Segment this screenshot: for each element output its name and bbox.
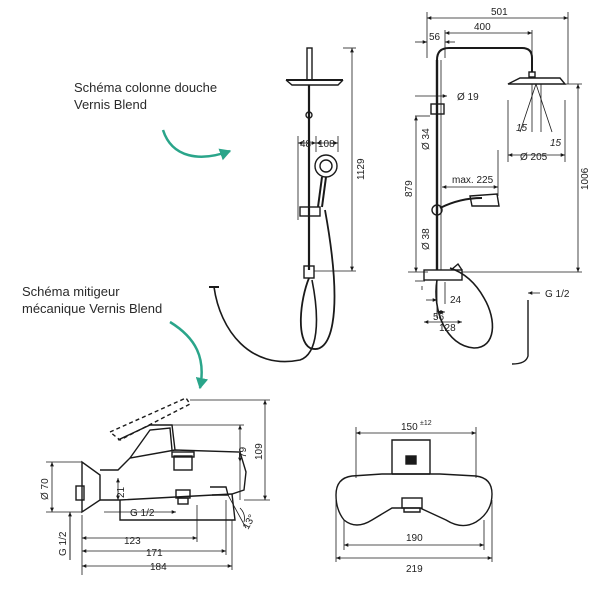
dim-108-label: 108 — [318, 139, 335, 150]
dim-g12b-label: G 1/2 — [58, 531, 69, 556]
mixer-side-view — [75, 397, 247, 521]
dim-56a-label: 56 — [429, 32, 441, 43]
dim-190-label: 190 — [406, 533, 423, 544]
green-arrow-shower — [161, 129, 232, 161]
shower-front-view — [209, 47, 344, 363]
mixer-front-labels: 150 ±12 190 219 — [401, 420, 432, 575]
dim-56b-label: 56 — [433, 312, 445, 323]
dim-1006-label: 1006 — [580, 167, 591, 190]
dim-15b-label: 15 — [550, 138, 562, 149]
shower-side-dims — [408, 12, 582, 324]
mixer-front-view — [335, 439, 493, 527]
dim-205-label: Ø 205 — [520, 152, 548, 163]
caption-mixer-line2: mécanique Vernis Blend — [22, 301, 163, 316]
dim-879-label: 879 — [404, 180, 415, 197]
mixer-side-dims — [46, 399, 270, 575]
mixer-front-dims — [335, 427, 493, 562]
dim-150-label: 150 — [401, 422, 418, 433]
shower-side-view — [423, 47, 567, 365]
dim-70-label: Ø 70 — [40, 478, 51, 500]
shower-side-labels: 501 400 56 Ø 19 Ø 34 15 15 Ø 205 879 100… — [404, 7, 591, 334]
dim-171-label: 171 — [146, 548, 163, 559]
dim-max225-label: max. 225 — [452, 175, 494, 186]
dim-g12c-label: G 1/2 — [130, 508, 155, 519]
dim-34-label: Ø 34 — [421, 128, 432, 150]
caption-shower-line1: Schéma colonne douche — [74, 80, 218, 95]
shower-front-dims — [297, 47, 356, 272]
caption-shower-title: Schéma colonne douche Vernis Blend — [74, 79, 217, 113]
dim-400-label: 400 — [474, 22, 491, 33]
caption-mixer-title: Schéma mitigeur mécanique Vernis Blend — [22, 283, 162, 317]
dim-501-label: 501 — [491, 7, 508, 18]
dim-150-tolerance-label: ±12 — [420, 420, 432, 427]
dim-1129-label: 1129 — [356, 158, 367, 180]
caption-shower-line2: Vernis Blend — [74, 97, 147, 112]
dim-109-label: 109 — [254, 443, 265, 460]
dim-79-label: 79 — [238, 446, 249, 458]
dim-123-label: 123 — [124, 536, 141, 547]
dim-19-label: Ø 19 — [457, 92, 479, 103]
dim-24-label: 24 — [450, 295, 462, 306]
dim-21-label: 21 — [116, 486, 127, 498]
dim-38-label: Ø 38 — [421, 228, 432, 250]
dim-219-label: 219 — [406, 564, 423, 575]
shower-front-labels: 48 108 1129 — [300, 139, 367, 180]
caption-mixer-line1: Schéma mitigeur — [22, 284, 120, 299]
dim-13deg-label: 13° — [241, 513, 258, 532]
dim-g12a-label: G 1/2 — [545, 289, 570, 300]
dim-184-label: 184 — [150, 562, 167, 573]
dim-48-label: 48 — [300, 139, 312, 150]
dim-15a-label: 15 — [516, 123, 528, 134]
dim-128-label: 128 — [439, 323, 456, 334]
green-arrow-mixer — [169, 320, 209, 390]
